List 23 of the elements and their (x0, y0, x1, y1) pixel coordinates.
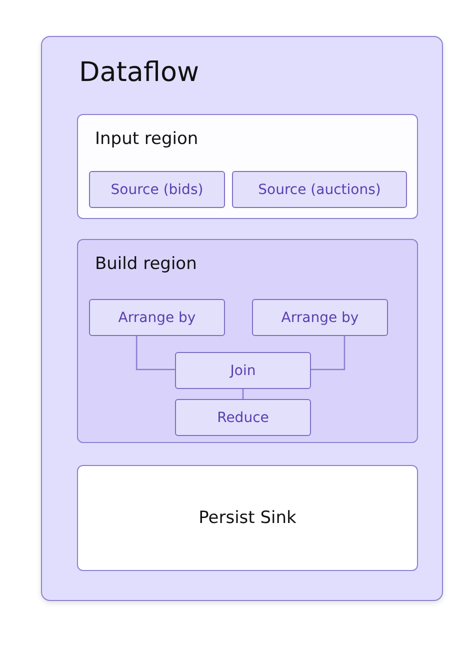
operator-label: Source (auctions) (258, 182, 381, 198)
connector-line (311, 336, 346, 370)
region-panel (77, 114, 418, 219)
operator-box (89, 299, 225, 336)
operator-box (175, 352, 311, 389)
operator-label: Reduce (217, 410, 269, 426)
sink-box (77, 465, 418, 571)
region-panel (77, 239, 418, 443)
connector-line (136, 336, 175, 370)
connector-line (242, 389, 244, 399)
sink-label: Persist Sink (198, 508, 296, 528)
dataflow-container (41, 36, 443, 601)
operator-box (232, 171, 407, 208)
region-heading: Build region (95, 254, 197, 274)
container-heading: Dataflow (79, 57, 200, 88)
operator-box (252, 299, 388, 336)
operator-label: Source (bids) (110, 182, 204, 198)
operator-box (175, 399, 311, 436)
operator-label: Join (230, 362, 256, 378)
operator-label: Arrange by (281, 310, 359, 326)
region-heading: Input region (95, 129, 198, 149)
operator-box (89, 171, 225, 208)
operator-label: Arrange by (118, 310, 196, 326)
